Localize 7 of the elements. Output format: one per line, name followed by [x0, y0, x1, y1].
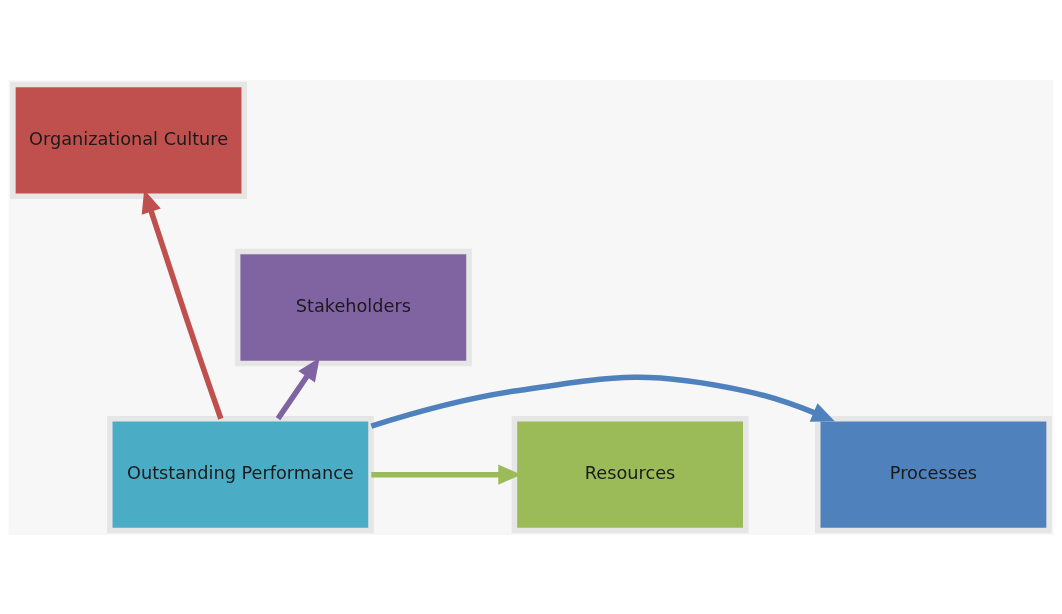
node-box: Resources — [511, 415, 749, 533]
node-box: Outstanding Performance — [107, 415, 374, 533]
node-box: Processes — [814, 415, 1052, 533]
node-box: Stakeholders — [234, 248, 472, 366]
node-box: Organizational Culture — [10, 81, 248, 199]
arrow — [275, 357, 320, 420]
arrow — [370, 374, 835, 429]
